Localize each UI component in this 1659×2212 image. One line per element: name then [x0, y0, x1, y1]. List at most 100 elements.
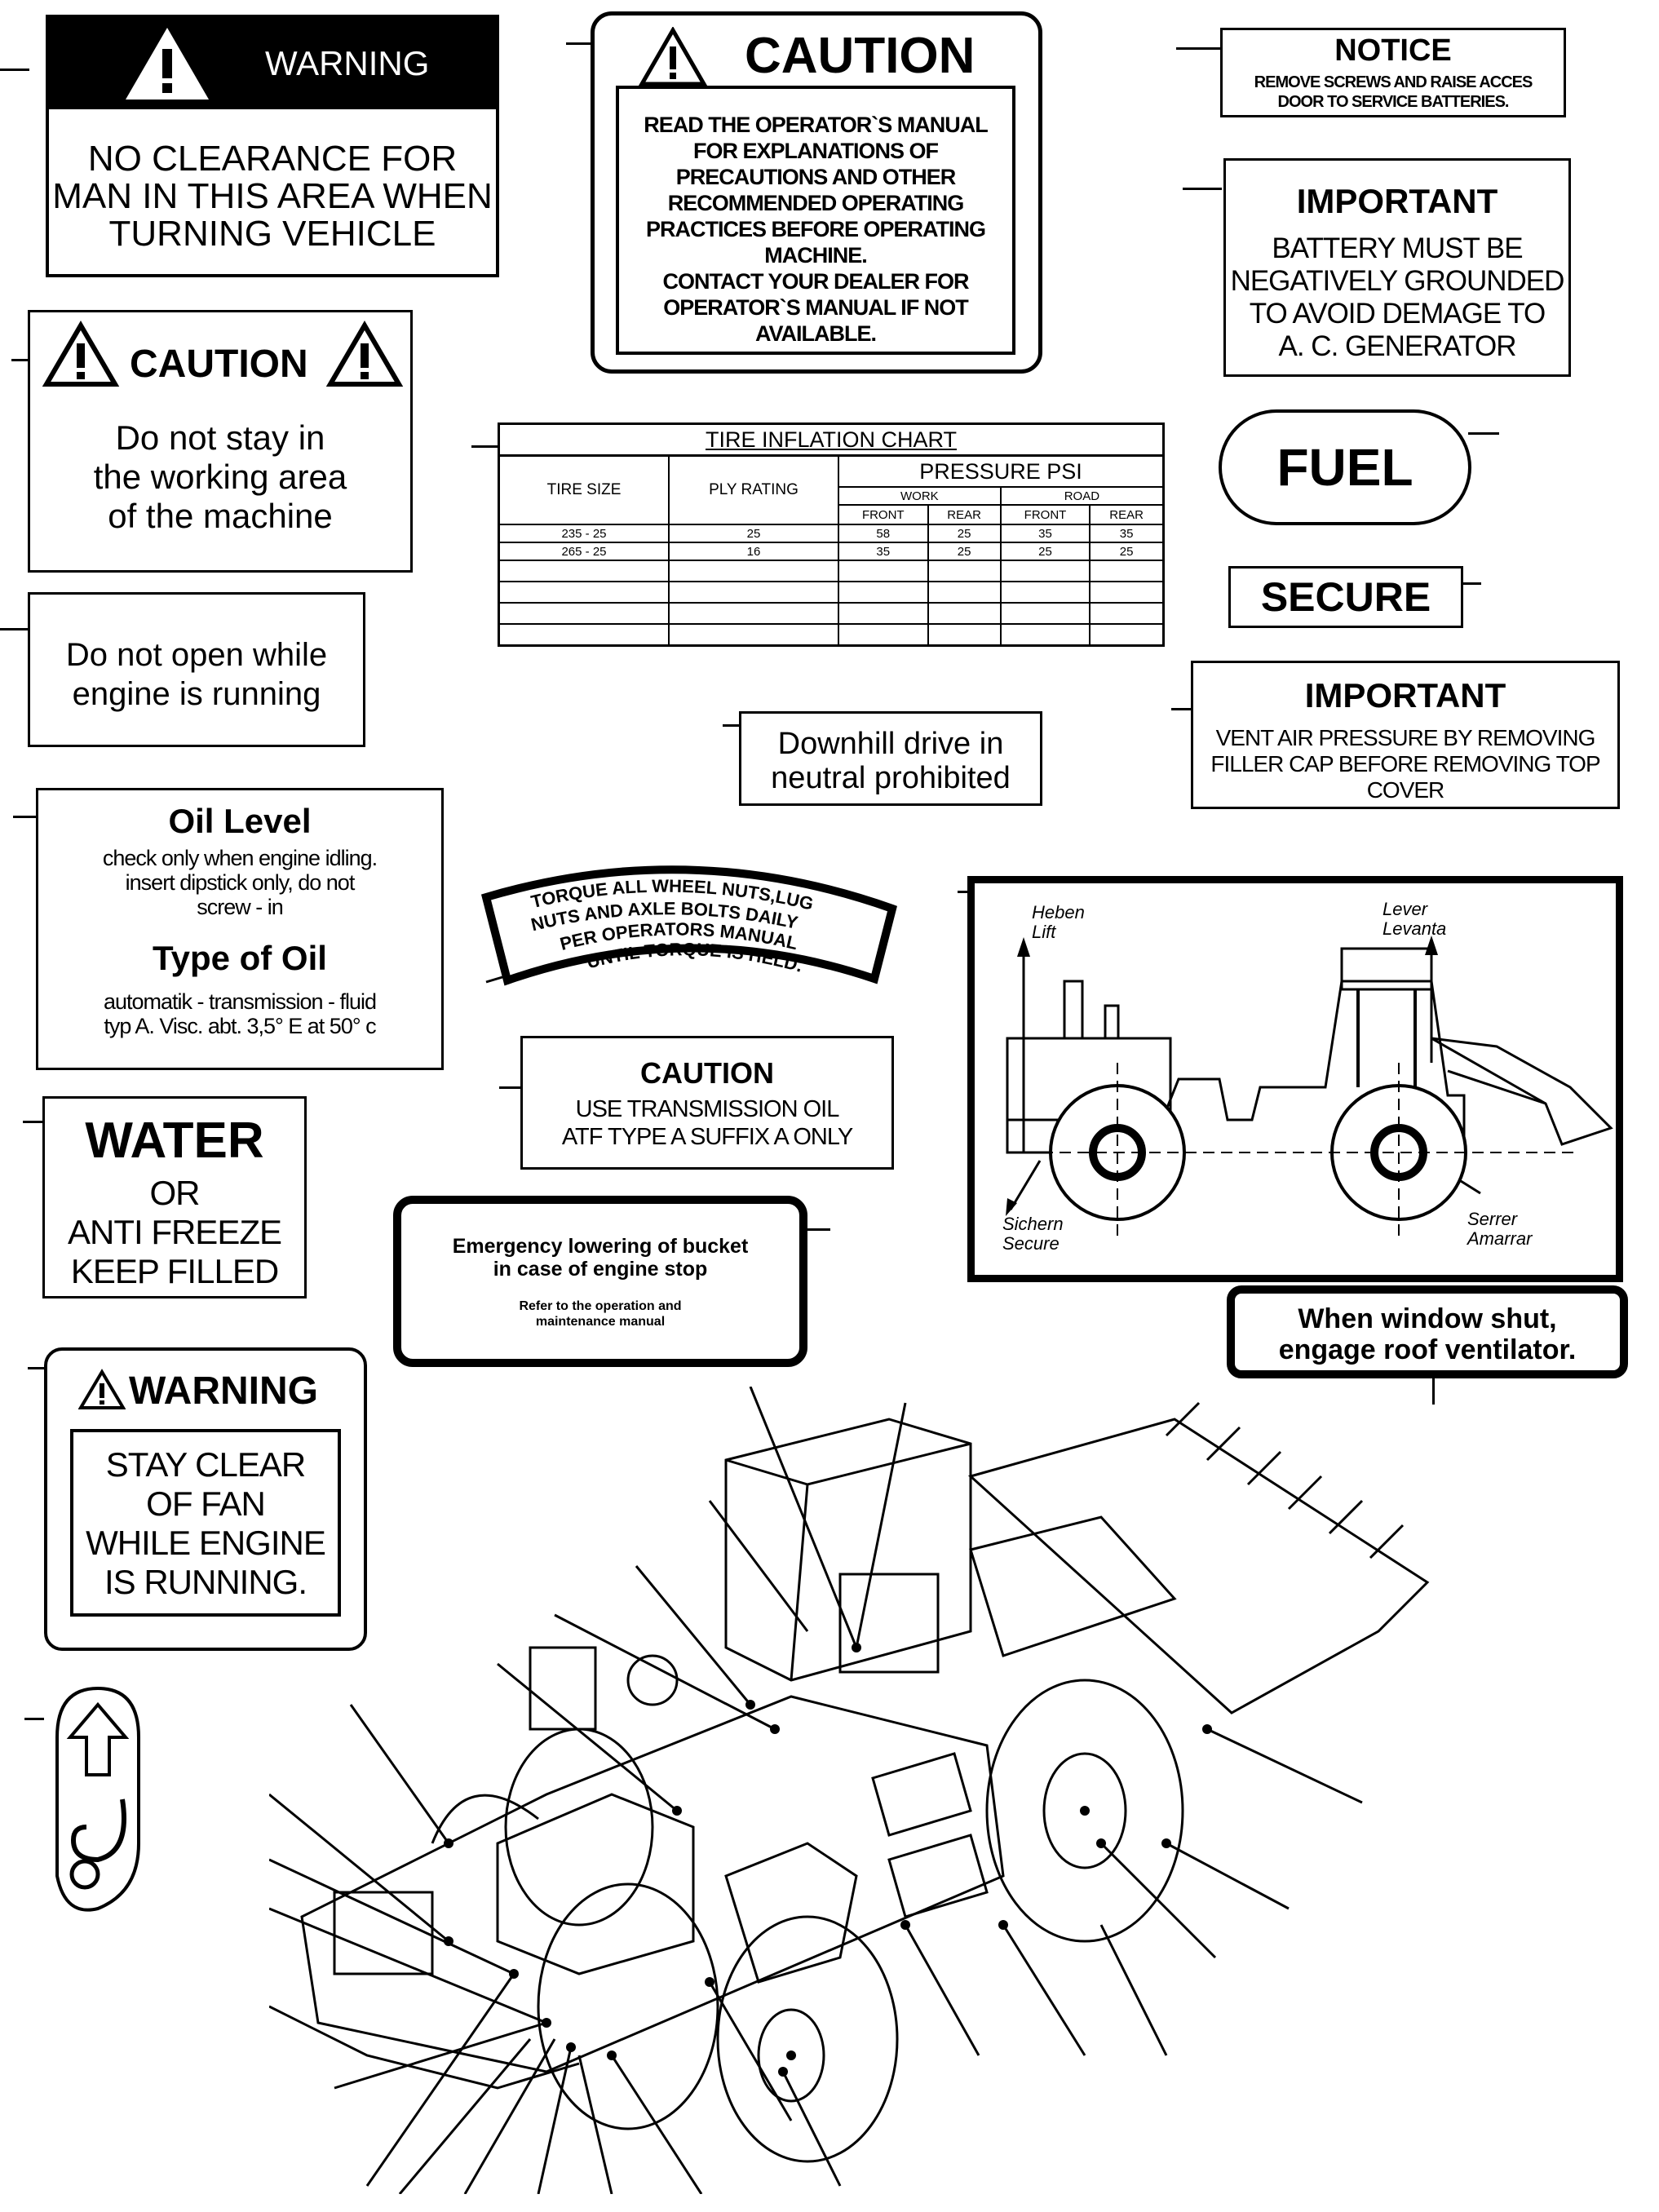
tire-cell: 25	[927, 524, 1002, 543]
warning-fan-label: WARNING STAY CLEAR OF FAN WHILE ENGINE I…	[44, 1347, 367, 1651]
important-battery-line-1: BATTERY MUST BE	[1272, 232, 1523, 264]
tire-chart-title: TIRE INFLATION CHART	[705, 427, 958, 452]
secure-br-line-1: Serrer	[1467, 1209, 1518, 1229]
water-line-2: ANTI FREEZE	[67, 1213, 282, 1251]
oil-type-line-2: typ A. Visc. abt. 3,5° E at 50° c	[104, 1014, 376, 1038]
lifting-hook-icon	[55, 1686, 140, 1912]
tire-cell: 25	[1089, 542, 1165, 561]
emergency-line-1: Emergency lowering of bucket	[452, 1235, 749, 1258]
warning-header-bar: WARNING	[49, 18, 496, 109]
important-vent-header: IMPORTANT	[1304, 676, 1506, 714]
work-header: WORK	[838, 486, 1002, 506]
warning-fan-triangle-icon	[78, 1369, 126, 1409]
tire-cell: 235 - 25	[498, 524, 670, 543]
emergency-sub-1: Refer to the operation and	[519, 1299, 682, 1313]
caution-transmission-line-1: USE TRANSMISSION OIL	[575, 1096, 840, 1122]
tire-cell: 35	[999, 524, 1091, 543]
downhill-line-1: Downhill drive in	[777, 727, 1004, 761]
tire-cell: 58	[838, 524, 929, 543]
important-vent-line-1: VENT AIR PRESSURE BY REMOVING	[1215, 725, 1596, 750]
caution-working-header: CAUTION	[130, 343, 308, 386]
secure-br-line-2: Amarrar	[1467, 1228, 1533, 1249]
water-line-3: KEEP FILLED	[70, 1252, 279, 1290]
tire-cell: 16	[668, 542, 839, 561]
oil-type-title: Type of Oil	[153, 939, 327, 977]
window-line-2: engage roof ventilator.	[1278, 1334, 1577, 1365]
tire-cell: 35	[1089, 524, 1165, 543]
water-line-1: OR	[149, 1174, 201, 1212]
tire-cell: 265 - 25	[498, 542, 670, 561]
caution-transmission-label: CAUTION USE TRANSMISSION OIL ATF TYPE A …	[520, 1036, 894, 1170]
window-shut-label: When window shut, engage roof ventilator…	[1227, 1285, 1628, 1378]
oil-level-line-1: check only when engine idling.	[102, 846, 378, 870]
lift-tr-line-1: Lever	[1382, 899, 1428, 919]
important-vent-label: IMPORTANT VENT AIR PRESSURE BY REMOVING …	[1191, 661, 1620, 809]
water-label: WATER OR ANTI FREEZE KEEP FILLED	[42, 1096, 307, 1298]
important-battery-header: IMPORTANT	[1296, 182, 1498, 220]
warning-line-2: MAN IN THIS AREA WHEN	[52, 176, 493, 216]
loader-side-view-icon	[1006, 936, 1613, 1242]
do-not-open-line-2: engine is running	[72, 676, 321, 712]
road-rear-header: REAR	[1089, 504, 1165, 525]
oil-level-label: Oil Level check only when engine idling.…	[36, 788, 444, 1070]
downhill-line-2: neutral prohibited	[771, 761, 1011, 795]
water-title: WATER	[85, 1113, 264, 1169]
lift-tl-line-2: Lift	[1032, 922, 1056, 942]
caution-manual-header: CAUTION	[745, 28, 975, 84]
important-battery-line-4: A. C. GENERATOR	[1278, 330, 1517, 362]
tire-cell: 25	[999, 542, 1091, 561]
caution-manual-line-6: MACHINE.	[764, 243, 868, 268]
caution-triangle-icon	[639, 27, 707, 86]
notice-header: NOTICE	[1334, 33, 1452, 68]
important-vent-line-3: COVER	[1366, 777, 1445, 803]
warning-header-text: WARNING	[265, 44, 430, 82]
oil-type-line-1: automatik - transmission - fluid	[103, 989, 377, 1014]
warning-fan-line-1: STAY CLEAR	[105, 1445, 306, 1484]
warning-fan-line-2: OF FAN	[146, 1484, 266, 1523]
caution-working-area-label: CAUTION Do not stay in the working area …	[28, 310, 413, 573]
emergency-lowering-label: Emergency lowering of bucket in case of …	[393, 1196, 807, 1367]
caution-manual-line-4: RECOMMENDED OPERATING	[667, 191, 965, 215]
road-header: ROAD	[999, 486, 1165, 506]
torque-arc-label: TORQUE ALL WHEEL NUTS,LUG NUTS AND AXLE …	[480, 865, 897, 986]
notice-line-2: DOOR TO SERVICE BATTERIES.	[1277, 93, 1510, 111]
tire-size-header: TIRE SIZE	[498, 454, 670, 525]
tire-cell: 35	[838, 542, 929, 561]
caution-manual-label: CAUTION READ THE OPERATOR`S MANUAL FOR E…	[591, 11, 1042, 374]
lift-points-diagram: Heben Lift Lever Levanta Sichern Secure …	[967, 876, 1623, 1282]
caution-transmission-header: CAUTION	[640, 1056, 774, 1090]
wheel-loader-isometric-drawing	[269, 1387, 1430, 2194]
caution-manual-line-7: CONTACT YOUR DEALER FOR	[662, 269, 970, 294]
ply-rating-header: PLY RATING	[668, 454, 839, 525]
pressure-header: PRESSURE PSI	[838, 454, 1165, 488]
fuel-label: FUEL	[1219, 409, 1471, 525]
oil-level-line-3: screw - in	[197, 895, 284, 919]
caution-triangle-left-icon	[42, 321, 120, 387]
do-not-open-label: Do not open while engine is running	[28, 592, 365, 747]
notice-line-1: REMOVE SCREWS AND RAISE ACCES	[1254, 73, 1533, 91]
important-battery-label: IMPORTANT BATTERY MUST BE NEGATIVELY GRO…	[1223, 158, 1571, 377]
secure-text: SECURE	[1260, 574, 1431, 620]
caution-manual-line-2: FOR EXPLANATIONS OF	[692, 139, 939, 163]
road-front-header: FRONT	[999, 504, 1091, 525]
warning-fan-header: WARNING	[129, 1369, 318, 1413]
tire-cell: 25	[668, 524, 839, 543]
warning-turning-label: WARNING NO CLEARANCE FOR MAN IN THIS ARE…	[46, 15, 499, 277]
warning-fan-line-4: IS RUNNING.	[104, 1563, 307, 1601]
tire-inflation-chart: TIRE INFLATION CHART TIRE SIZE PLY RATIN…	[498, 422, 1165, 647]
window-line-1: When window shut,	[1298, 1303, 1557, 1334]
work-rear-header: REAR	[927, 504, 1002, 525]
work-front-header: FRONT	[838, 504, 929, 525]
do-not-open-line-1: Do not open while	[65, 637, 328, 673]
caution-manual-line-8: OPERATOR`S MANUAL IF NOT	[663, 295, 969, 320]
secure-label: SECURE	[1228, 566, 1463, 628]
caution-manual-line-3: PRECAUTIONS AND OTHER	[675, 165, 957, 189]
important-battery-line-3: TO AVOID DEMAGE TO	[1249, 298, 1546, 330]
caution-working-line-2: the working area	[93, 458, 347, 496]
important-vent-line-2: FILLER CAP BEFORE REMOVING TOP	[1210, 751, 1600, 776]
warning-line-1: NO CLEARANCE FOR	[87, 139, 458, 179]
caution-transmission-line-2: ATF TYPE A SUFFIX A ONLY	[561, 1124, 853, 1150]
important-battery-line-2: NEGATIVELY GROUNDED	[1230, 265, 1565, 297]
caution-manual-line-1: READ THE OPERATOR`S MANUAL	[644, 113, 989, 137]
caution-manual-line-5: PRACTICES BEFORE OPERATING	[645, 217, 986, 241]
